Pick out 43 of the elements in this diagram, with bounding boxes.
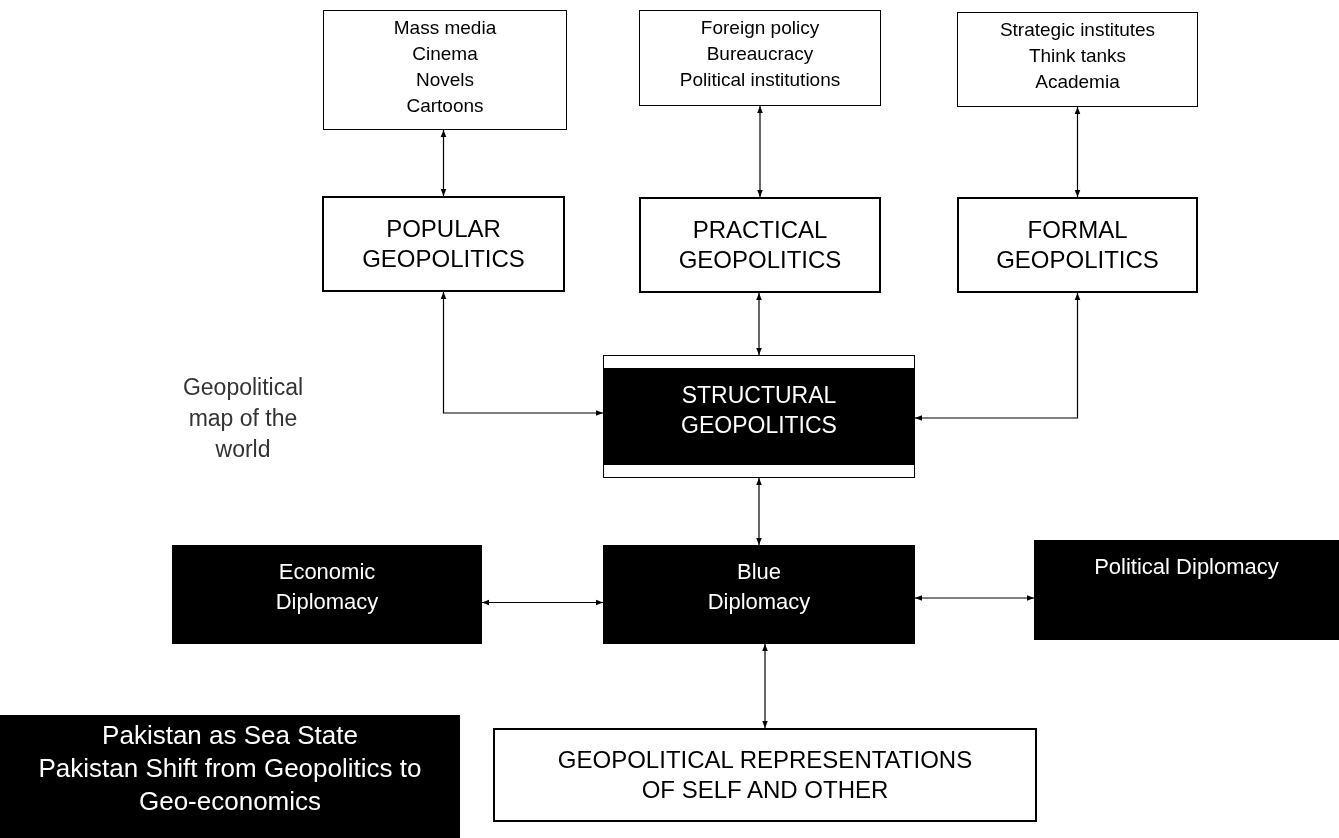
- double-arrow: [440, 129, 447, 197]
- list-item: Cinema: [412, 42, 478, 66]
- list-item: Political institutions: [679, 68, 841, 92]
- box-title: PRACTICAL GEOPOLITICS: [677, 215, 843, 275]
- list-item: Mass media: [393, 16, 497, 40]
- note-box: [0, 715, 460, 838]
- category-box: [322, 196, 565, 292]
- representation-box: [493, 728, 1037, 822]
- box-title: GEOPOLITICAL REPRESENTATIONS OF SELF AND OTHER: [556, 745, 974, 805]
- double-arrow: [914, 292, 1081, 421]
- category-box: [957, 197, 1198, 293]
- double-arrow: [481, 599, 604, 606]
- source-box: [323, 10, 567, 130]
- box-title: Political Diplomacy: [1094, 553, 1279, 581]
- double-arrow: [440, 291, 604, 416]
- central-box: [603, 355, 915, 478]
- box-title: FORMAL GEOPOLITICS: [995, 215, 1160, 275]
- list-item: Strategic institutes: [999, 18, 1156, 42]
- list-item: Think tanks: [1028, 44, 1127, 68]
- diplomacy-box: [603, 545, 915, 644]
- list-item: Cartoons: [406, 94, 484, 118]
- double-arrow: [756, 477, 762, 546]
- double-arrow: [756, 292, 762, 356]
- note-text: Pakistan as Sea State: [102, 719, 358, 752]
- source-box: [639, 10, 881, 106]
- diplomacy-box: [172, 545, 482, 644]
- double-arrow: [762, 643, 768, 729]
- category-box: [639, 197, 881, 293]
- note-text: Pakistan Shift from Geopolitics to Geo-economics: [37, 752, 423, 818]
- double-arrow: [757, 105, 763, 198]
- source-box: [957, 12, 1198, 107]
- box-title: Blue Diplomacy: [706, 558, 812, 616]
- double-arrow: [914, 595, 1035, 601]
- double-arrow: [1074, 106, 1081, 198]
- list-item: Academia: [1035, 70, 1120, 94]
- list-item: Foreign policy: [700, 16, 820, 40]
- list-item: Novels: [415, 68, 475, 92]
- box-title: STRUCTURAL GEOPOLITICS: [680, 381, 838, 440]
- list-item: Bureaucracy: [706, 42, 814, 66]
- box-title: POPULAR GEOPOLITICS: [361, 214, 526, 274]
- side-label: Geopolitical map of the world: [181, 373, 305, 464]
- box-title: Economic Diplomacy: [274, 558, 380, 616]
- diplomacy-box: [1034, 540, 1339, 640]
